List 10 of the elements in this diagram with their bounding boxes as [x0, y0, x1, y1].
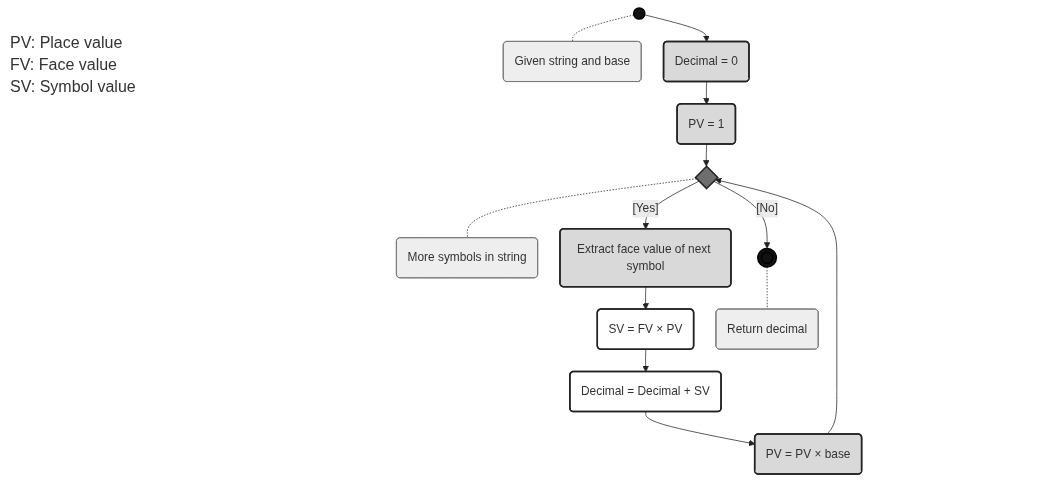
- node-diamond: [694, 165, 719, 190]
- legend-note: SV: Symbol value: [10, 78, 137, 96]
- legend-note: FV: Face value: [10, 56, 118, 74]
- edge-label: [No]: [756, 201, 778, 215]
- legend-note: PV: Place value: [10, 34, 124, 52]
- connector: [766, 266, 768, 310]
- node-circle: [632, 7, 646, 20]
- connector: [572, 14, 635, 43]
- edge-label: [Yes]: [632, 201, 659, 215]
- connector: [466, 178, 697, 239]
